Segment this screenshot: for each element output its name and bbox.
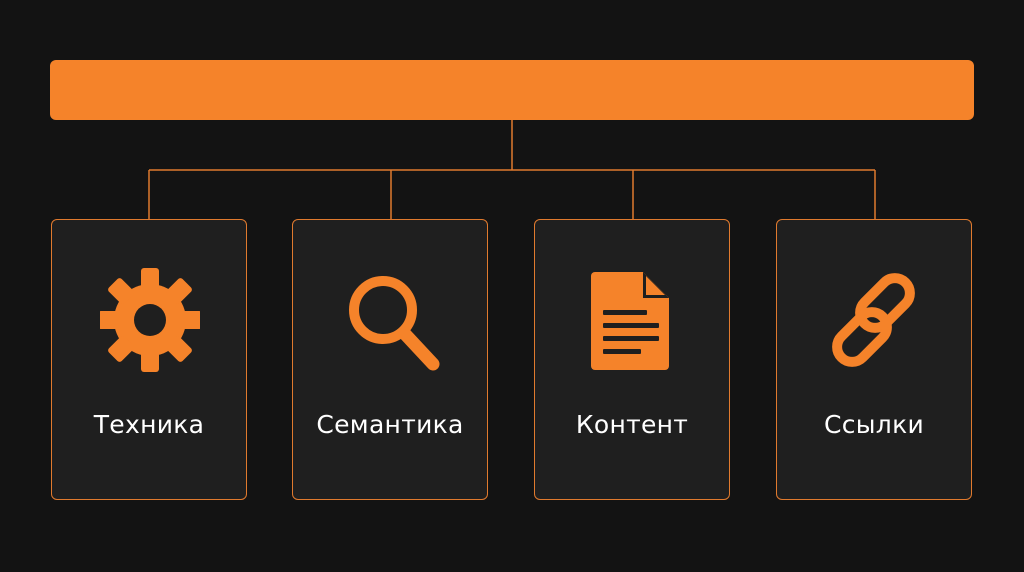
card-links: Ссылки	[776, 219, 972, 500]
card-technique: Техника	[51, 219, 247, 500]
root-node-bar	[50, 60, 974, 120]
card-label: Контент	[575, 410, 689, 439]
link-icon	[825, 268, 925, 372]
magnifier-icon	[341, 268, 441, 372]
gear-icon	[100, 268, 200, 372]
card-semantics: Семантика	[292, 219, 488, 500]
card-label: Семантика	[316, 410, 464, 439]
card-content: Контент	[534, 219, 730, 500]
card-label: Ссылки	[823, 410, 925, 439]
card-label: Техника	[93, 410, 205, 439]
document-icon	[583, 268, 683, 372]
